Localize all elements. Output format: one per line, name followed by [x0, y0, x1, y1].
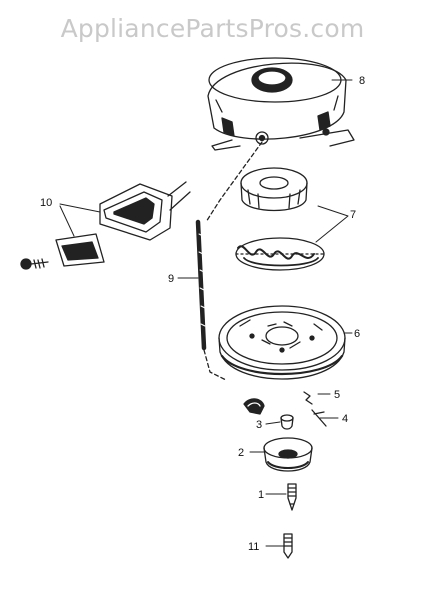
starter-rope[interactable]	[195, 219, 207, 351]
starter-pulley[interactable]	[218, 305, 346, 380]
callout-6: 6	[354, 328, 360, 340]
dog-spring[interactable]	[303, 391, 313, 405]
callout-leaders	[59, 79, 353, 547]
callout-2: 2	[238, 447, 244, 459]
callout-11: 11	[248, 541, 259, 553]
screw-10[interactable]	[20, 258, 49, 270]
recoil-pulley-top[interactable]	[240, 167, 308, 212]
center-bolt[interactable]	[283, 533, 293, 559]
callout-5: 5	[334, 389, 340, 401]
callout-7: 7	[350, 209, 356, 221]
dog-pin[interactable]	[311, 409, 327, 427]
retainer-cup[interactable]	[263, 437, 313, 472]
recoil-spring[interactable]	[235, 237, 325, 271]
starter-pawl[interactable]	[243, 398, 265, 415]
callout-8: 8	[359, 75, 365, 87]
callout-1: 1	[258, 489, 264, 501]
starter-housing[interactable]	[207, 57, 355, 151]
watermark-text: AppliancePartsPros.com	[60, 14, 365, 43]
handle-insert[interactable]	[55, 233, 105, 267]
callout-3: 3	[256, 419, 262, 431]
rope-routing-dash	[203, 141, 263, 381]
callout-labels: 8 10 7 9 6 5 3 4 2 1 11	[40, 75, 365, 553]
callout-10: 10	[40, 197, 52, 209]
brake-screw[interactable]	[287, 483, 297, 511]
starter-handle[interactable]	[99, 181, 191, 241]
callout-4: 4	[342, 413, 348, 425]
retainer-washer[interactable]	[280, 414, 294, 430]
callout-9: 9	[168, 273, 174, 285]
